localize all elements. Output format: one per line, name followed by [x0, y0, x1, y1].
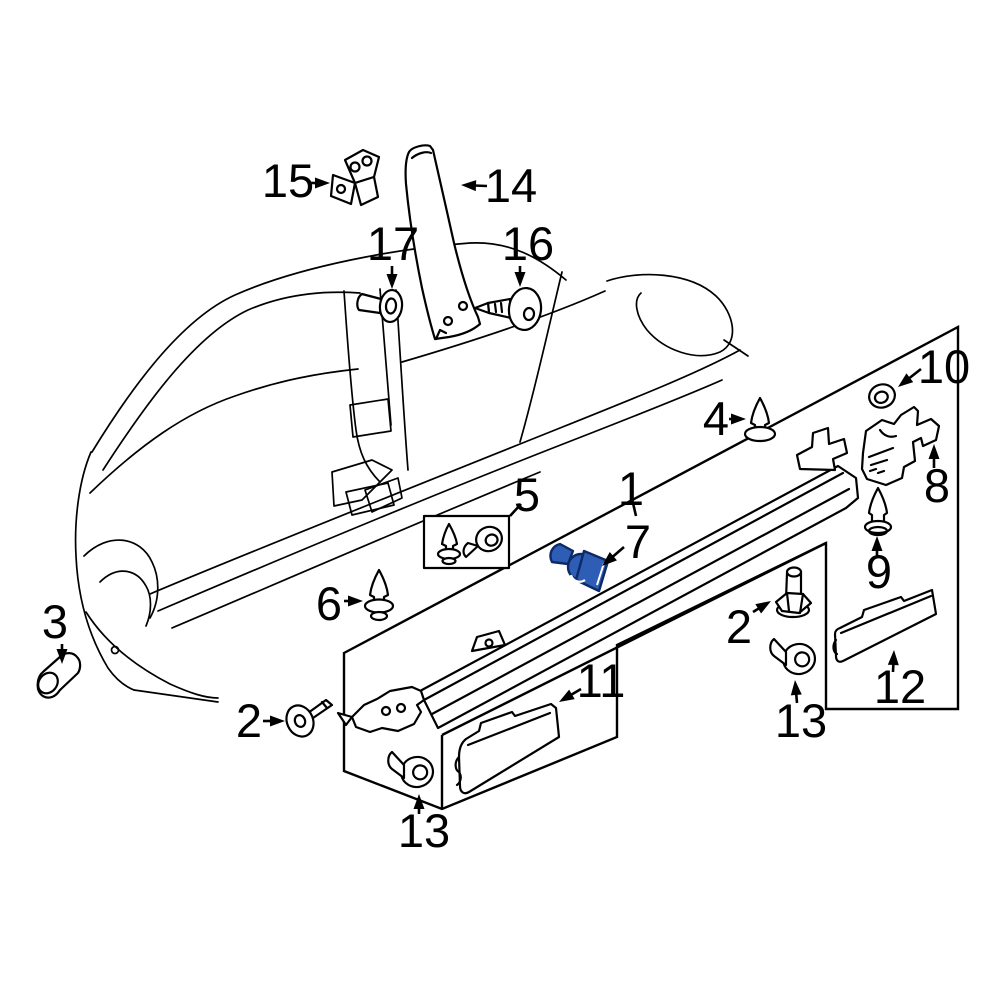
part-12-rear-door-molding[interactable] — [832, 588, 938, 663]
part-8-bracket[interactable] — [860, 405, 941, 487]
callout-17-label[interactable]: 17 — [367, 217, 419, 270]
callout-9-arrowhead — [871, 536, 883, 551]
part-10-grommet[interactable] — [866, 381, 898, 411]
part-14-pillar-applique[interactable] — [404, 144, 482, 341]
callout-16-arrowhead — [514, 272, 526, 287]
callout-8-arrowhead — [928, 444, 940, 459]
callout-12-label[interactable]: 12 — [874, 660, 926, 713]
callout-7-label[interactable]: 7 — [625, 515, 651, 568]
callout-5-leader — [509, 503, 522, 517]
callout-1-leader — [631, 502, 638, 517]
callout-3-label[interactable]: 3 — [42, 595, 68, 648]
callout-15-arrowhead — [315, 177, 330, 189]
callout-5-label[interactable]: 5 — [514, 468, 540, 521]
callout-2-right-arrowhead — [755, 601, 771, 614]
callout-12-arrowhead — [887, 650, 899, 666]
callout-2-right-label[interactable]: 2 — [726, 600, 752, 653]
callout-14-leader — [473, 184, 488, 188]
callout-15-label[interactable]: 15 — [262, 154, 314, 207]
callout-4-arrowhead — [731, 413, 746, 425]
callout-6-label[interactable]: 6 — [316, 577, 342, 630]
callout-13-right-label[interactable]: 13 — [775, 694, 827, 747]
part-15-bracket[interactable] — [329, 148, 381, 207]
part-4-clip[interactable] — [743, 396, 777, 443]
part-13-clip-right[interactable] — [769, 637, 818, 677]
callout-4-label[interactable]: 4 — [703, 392, 729, 445]
callout-10-label[interactable]: 10 — [918, 340, 970, 393]
part-2-rivet-left[interactable] — [282, 698, 334, 741]
callout-13-left-label[interactable]: 13 — [398, 804, 450, 857]
callout-14-label[interactable]: 14 — [485, 159, 537, 212]
part-16-screw[interactable] — [473, 286, 543, 332]
callout-8-label[interactable]: 8 — [924, 459, 950, 512]
callout-14-arrowhead — [461, 180, 477, 192]
callout-11-leader — [569, 687, 582, 697]
callout-3-arrowhead — [56, 649, 68, 664]
part-2-bolt-right[interactable] — [774, 566, 813, 619]
callout-16-label[interactable]: 16 — [502, 217, 554, 270]
callout-11-label[interactable]: 11 — [577, 654, 626, 707]
callout-7-leader — [610, 546, 625, 559]
part-9-push-pin[interactable] — [863, 486, 893, 537]
part-3-plug[interactable] — [34, 652, 82, 699]
callout-13-right-arrowhead — [790, 680, 802, 696]
part-13-clip-left[interactable] — [387, 750, 436, 790]
car-body-outline — [74, 242, 749, 703]
callout-17-arrowhead — [386, 274, 398, 289]
callout-1-label[interactable]: 1 — [618, 462, 644, 515]
part-5-clip-kit-box[interactable] — [422, 514, 511, 570]
callout-6-arrowhead — [348, 595, 363, 607]
callout-7-arrowhead — [602, 552, 617, 566]
callout-9-label[interactable]: 9 — [866, 545, 892, 598]
callout-2-left-label[interactable]: 2 — [236, 694, 262, 747]
callout-10-leader — [907, 367, 922, 381]
part-7-clip-highlighted[interactable] — [549, 542, 610, 593]
part-1-rocker-molding[interactable] — [336, 426, 860, 734]
callout-11-arrowhead — [559, 689, 575, 702]
part-17-clip[interactable] — [356, 288, 404, 324]
part-11-front-door-molding[interactable] — [454, 702, 561, 795]
callout-13-left-arrowhead — [413, 794, 425, 809]
part-6-clip[interactable] — [363, 568, 395, 622]
callout-2-left-arrowhead — [270, 715, 285, 727]
callout-10-arrowhead — [898, 373, 914, 387]
